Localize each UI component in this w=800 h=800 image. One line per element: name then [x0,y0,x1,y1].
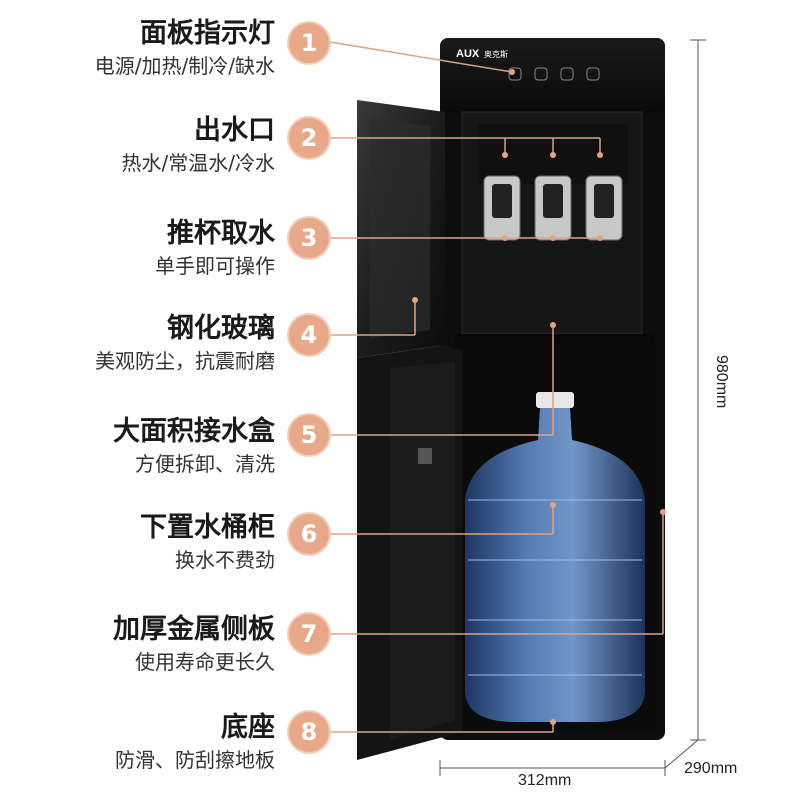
feature-2: 出水口 热水/常温水/冷水 [122,115,275,177]
feature-title: 钢化玻璃 [167,313,275,344]
feature-desc: 电源/加热/制冷/缺水 [94,54,275,78]
faucets [483,175,623,241]
brand-logo-cn: 奥克斯 [484,49,508,59]
feature-title: 出水口 [194,115,275,146]
feature-4: 钢化玻璃 美观防尘，抗震耐磨 [95,313,275,375]
feature-8: 底座 防滑、防刮擦地板 [115,712,275,774]
feature-5: 大面积接水盒 方便拆卸、清洗 [113,416,275,478]
tap-lever [594,184,614,218]
feature-desc: 美观防尘，抗震耐磨 [95,349,275,373]
water-bottle [465,392,645,722]
feature-2-badge: 2 [289,118,329,158]
heat-indicator [534,67,548,81]
top-panel [440,38,665,113]
feature-6: 下置水桶柜 换水不费劲 [140,512,275,574]
brand-logo: AUX [456,48,480,60]
bottle-body [465,408,645,722]
feature-3-badge: 3 [289,218,329,258]
feature-title: 推杯取水 [167,218,275,249]
feature-desc: 使用寿命更长久 [135,650,275,674]
door-hinge [418,448,432,464]
feature-desc: 单手即可操作 [155,254,275,278]
bottle-cap [536,392,574,408]
feature-8-badge: 8 [289,712,329,752]
feature-4-badge: 4 [289,315,329,355]
feature-title: 大面积接水盒 [113,416,275,447]
drip-tray [455,334,655,348]
upper-door-window [370,118,430,338]
cool-indicator [560,67,574,81]
power-indicator [508,67,522,81]
cabinet-door [357,100,462,760]
dimension-lines [439,39,706,776]
feature-7: 加厚金属侧板 使用寿命更长久 [113,614,275,676]
height-dimension: 980mm [713,355,730,409]
feature-desc: 换水不费劲 [175,548,275,572]
feature-title: 加厚金属侧板 [113,614,275,645]
feature-title: 底座 [221,712,275,743]
feature-7-badge: 7 [289,614,329,654]
feature-desc: 热水/常温水/冷水 [121,151,275,175]
depth-dimension: 290mm [684,760,738,777]
tap-lever [492,184,512,218]
feature-title: 下置水桶柜 [140,512,275,543]
feature-title: 面板指示灯 [140,18,275,49]
lower-door-inner [390,362,455,740]
feature-3: 推杯取水 单手即可操作 [155,218,275,280]
feature-desc: 防滑、防刮擦地板 [115,748,275,772]
width-dimension: 312mm [518,772,572,789]
feature-1: 面板指示灯 电源/加热/制冷/缺水 [95,18,275,80]
feature-6-badge: 6 [289,514,329,554]
water-shortage-indicator [586,67,600,81]
bottle-ridges [468,499,642,676]
feature-5-badge: 5 [289,415,329,455]
feature-1-badge: 1 [289,23,329,63]
tap-lever [543,184,563,218]
feature-desc: 方便拆卸、清洗 [135,452,275,476]
indicator-lights [508,67,600,81]
callout-dots [412,69,666,725]
